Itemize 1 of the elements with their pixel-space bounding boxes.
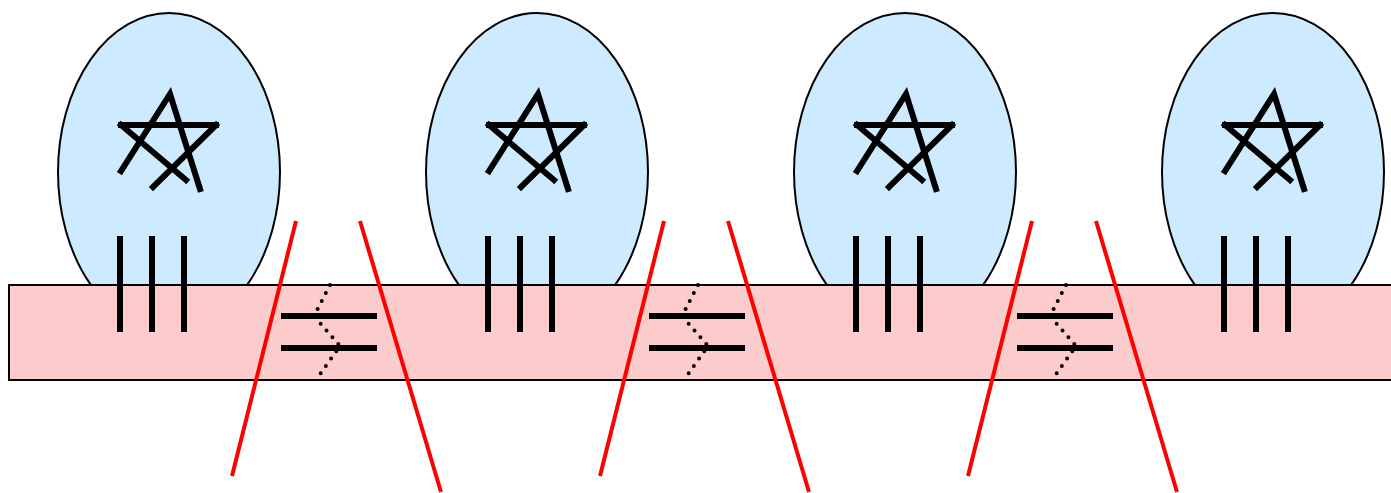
band — [8, 284, 1391, 381]
